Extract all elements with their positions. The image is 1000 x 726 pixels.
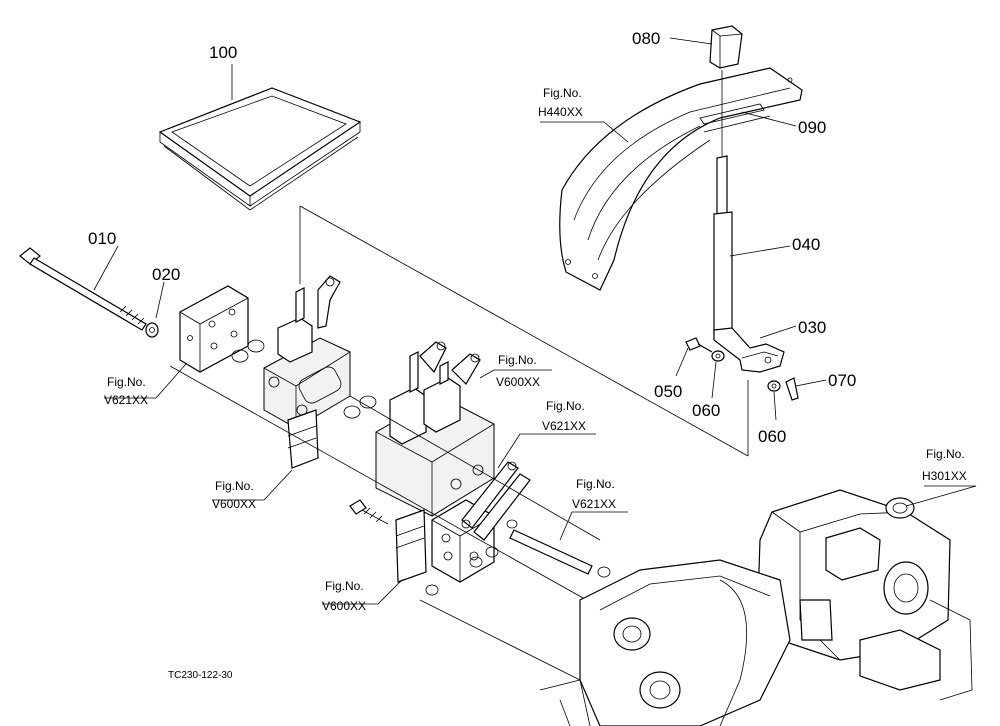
fig-v621-left-label: Fig.No. bbox=[107, 375, 146, 389]
part-number-090: 090 bbox=[798, 118, 826, 137]
end-plate-block bbox=[179, 285, 249, 373]
fig-v621-low-label: Fig.No. bbox=[576, 477, 615, 491]
link-rods bbox=[461, 461, 531, 541]
part-number-070: 070 bbox=[828, 371, 856, 390]
fig-v600-low-label: Fig.No. bbox=[325, 579, 364, 593]
fig-v600-top-code: V600XX bbox=[496, 375, 540, 389]
leader-v621-left bbox=[104, 363, 187, 399]
leader-050 bbox=[675, 347, 689, 377]
leader-070 bbox=[795, 379, 827, 387]
leader-020 bbox=[155, 281, 165, 319]
fig-v600-left-code: V600XX bbox=[212, 497, 256, 511]
part-number-040: 040 bbox=[792, 235, 820, 254]
leader-040 bbox=[729, 245, 791, 257]
assembly-lines bbox=[169, 205, 749, 691]
lever-rod bbox=[713, 70, 733, 335]
part-number-050: 050 bbox=[654, 382, 682, 401]
leader-h440 bbox=[540, 121, 629, 143]
fig-v621-mid-label: Fig.No. bbox=[546, 399, 585, 413]
part-number-010: 010 bbox=[88, 229, 116, 248]
part-number-080: 080 bbox=[632, 29, 660, 48]
long-bolt-010 bbox=[19, 247, 147, 331]
lever-knob bbox=[709, 25, 743, 69]
washer-060a bbox=[711, 350, 725, 362]
leader-v621-mid bbox=[497, 433, 596, 469]
hydraulic-pipe bbox=[506, 519, 637, 588]
hydraulic-housing bbox=[539, 489, 973, 726]
leader-h301 bbox=[905, 485, 977, 507]
manual-book bbox=[158, 87, 362, 211]
leader-010 bbox=[93, 245, 119, 291]
part-number-030: 030 bbox=[798, 318, 826, 337]
part-number-020: 020 bbox=[152, 265, 180, 284]
fig-v600-low-code: V600XX bbox=[322, 599, 366, 613]
part-number-100: 100 bbox=[209, 43, 237, 62]
fig-v600-left-label: Fig.No. bbox=[215, 479, 254, 493]
fig-h301-code: H301XX bbox=[922, 469, 967, 483]
washer-020 bbox=[145, 322, 159, 338]
leader-v600-left bbox=[212, 469, 293, 501]
leader-080 bbox=[669, 37, 713, 45]
fig-v621-left-code: V621XX bbox=[104, 393, 148, 407]
fig-h440-code: H440XX bbox=[538, 105, 583, 119]
lever-bracket bbox=[713, 327, 785, 373]
leader-060b bbox=[773, 391, 777, 421]
leader-v600-low bbox=[322, 579, 403, 605]
fig-v621-low-code: V621XX bbox=[572, 497, 616, 511]
fig-h440-label: Fig.No. bbox=[543, 86, 582, 100]
pin-070 bbox=[785, 377, 799, 401]
control-valve-upper bbox=[231, 275, 351, 469]
leader-v600-top bbox=[479, 369, 552, 379]
fig-v600-top-label: Fig.No. bbox=[498, 353, 537, 367]
control-valve-middle bbox=[343, 341, 495, 517]
leader-090 bbox=[741, 111, 797, 127]
leader-v621-low bbox=[559, 511, 628, 541]
leader-060a bbox=[711, 361, 717, 399]
bolt-050 bbox=[685, 337, 713, 353]
drawing-code: TC230-122-30 bbox=[168, 670, 233, 681]
lever-guide-plate bbox=[559, 67, 803, 291]
fig-v621-mid-code: V621XX bbox=[542, 419, 586, 433]
fig-h301-label: Fig.No. bbox=[926, 447, 965, 461]
part-number-060b: 060 bbox=[758, 427, 786, 446]
washer-060b bbox=[767, 380, 781, 392]
leader-030 bbox=[759, 325, 797, 339]
part-number-060a: 060 bbox=[692, 401, 720, 420]
